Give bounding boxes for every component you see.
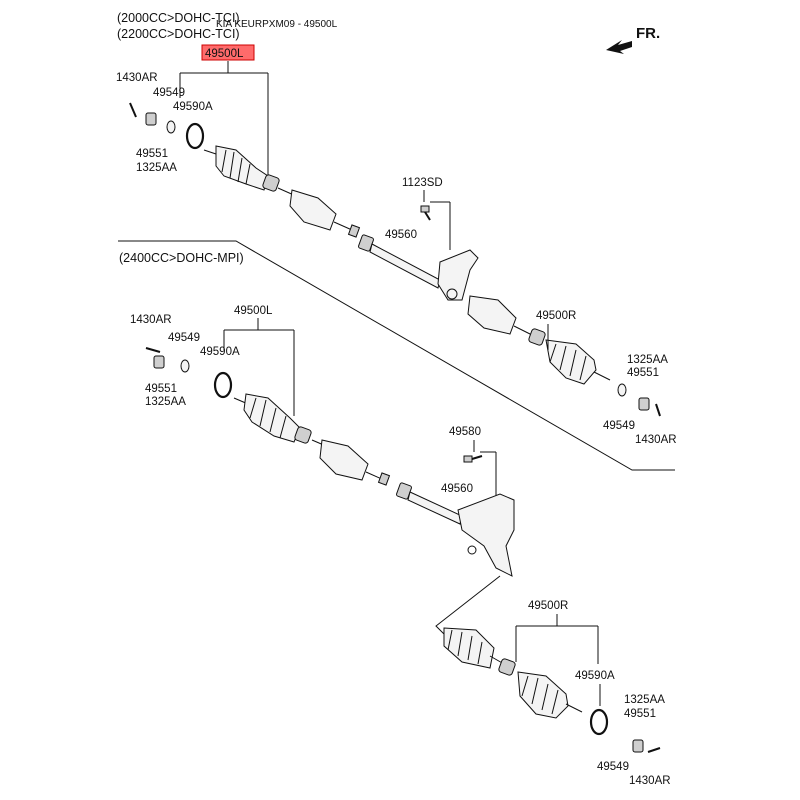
- label-dust-ring[interactable]: 49590A: [173, 101, 213, 113]
- direction-label: FR.: [636, 25, 660, 42]
- label-washer[interactable]: 49549: [153, 87, 185, 99]
- label-bolt[interactable]: 1123SD: [402, 177, 443, 189]
- label-r-washer[interactable]: 49549: [603, 420, 635, 432]
- inner-shaft: [358, 234, 479, 301]
- label-right-shaft-2[interactable]: 49500R: [528, 600, 568, 612]
- label-right-shaft[interactable]: 49500R: [536, 310, 576, 322]
- label-r-dust-ring-2[interactable]: 49590A: [575, 670, 615, 682]
- label-r-nut-alt[interactable]: 1325AA: [627, 354, 668, 366]
- r-dust-ring-2: [589, 708, 609, 736]
- drive-shaft-left-2: [233, 393, 391, 486]
- r-washer: [617, 383, 627, 397]
- label-r-nut-alt-2[interactable]: 1325AA: [624, 694, 665, 706]
- lower-assembly: (2400CC>DOHC-MPI) 49500L 1430AR 49549 49…: [119, 251, 671, 787]
- washer-2: [180, 359, 190, 373]
- drive-shaft-right-2: [443, 627, 583, 719]
- cotter-pin: [129, 102, 137, 118]
- nut-2: [153, 355, 165, 369]
- drive-shaft-left: [203, 145, 361, 238]
- r-nut: [638, 397, 650, 411]
- label-r-clip[interactable]: 1430AR: [635, 434, 677, 446]
- label-dust-ring-2[interactable]: 49590A: [200, 346, 240, 358]
- label-nut-2[interactable]: 49551: [145, 383, 177, 395]
- dust-ring-2: [213, 371, 233, 399]
- washer: [166, 120, 176, 134]
- r-cotter-pin-2: [647, 747, 661, 753]
- cotter-pin-2: [145, 347, 161, 353]
- label-inner-shaft[interactable]: 49560: [385, 229, 417, 241]
- engine-a-label: (2000CC>DOHC-TCI): [117, 11, 240, 25]
- label-clip[interactable]: 1430AR: [116, 72, 158, 84]
- section-divider: [118, 240, 675, 471]
- overlay-caption: KIA KEURPXM09 - 49500L: [216, 19, 338, 30]
- label-nut[interactable]: 49551: [136, 148, 168, 160]
- arrow-icon: [606, 40, 632, 54]
- lower-engine-label: (2400CC>DOHC-MPI): [119, 251, 244, 265]
- label-r-washer-2[interactable]: 49549: [597, 761, 629, 773]
- bracket-bolt: [463, 455, 483, 463]
- bolt: [420, 205, 431, 221]
- label-r-clip-2[interactable]: 1430AR: [629, 775, 671, 787]
- label-nut-alt[interactable]: 1325AA: [136, 162, 177, 174]
- r-cotter-pin: [655, 403, 661, 417]
- upper-assembly: 49500L 1430AR 49549 49590A 49551 1325AA …: [116, 44, 677, 446]
- label-r-nut-2[interactable]: 49551: [624, 708, 656, 720]
- part-49500l-highlighted[interactable]: 49500L: [205, 48, 244, 60]
- label-r-nut[interactable]: 49551: [627, 367, 659, 379]
- highlight-box[interactable]: [201, 44, 255, 61]
- label-nut-alt-2[interactable]: 1325AA: [145, 396, 186, 408]
- dust-ring: [185, 122, 205, 150]
- label-left-shaft[interactable]: 49500L: [234, 305, 273, 317]
- engine-b-label: (2200CC>DOHC-TCI): [117, 27, 240, 41]
- inner-shaft-2: [396, 482, 515, 577]
- nut: [145, 112, 157, 126]
- label-bracket-bolt[interactable]: 49580: [449, 426, 481, 438]
- label-inner-shaft-2[interactable]: 49560: [441, 483, 473, 495]
- label-washer-2[interactable]: 49549: [168, 332, 200, 344]
- r-nut-2: [632, 739, 644, 753]
- label-clip-2[interactable]: 1430AR: [130, 314, 172, 326]
- drive-shaft-right: [467, 295, 611, 385]
